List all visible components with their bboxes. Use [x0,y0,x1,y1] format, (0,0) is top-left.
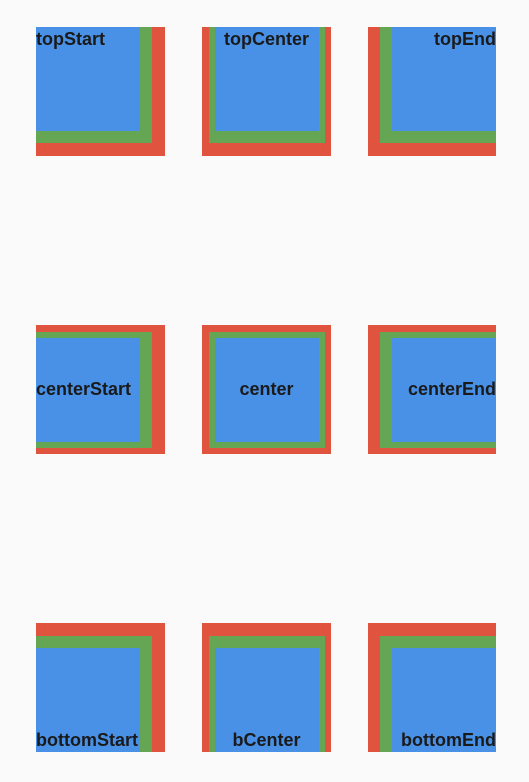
tile-label: centerEnd [407,379,496,399]
tile-label: bottomEnd [401,730,496,750]
inner-square [214,27,319,131]
tile-center-start: centerStart [36,325,165,454]
tile-label: bCenter [232,730,301,750]
tile-label: center [239,379,294,399]
inner-square [36,27,140,131]
inner-square [392,648,496,752]
tile-center: center [202,325,331,454]
tile-bottom-end: bottomEnd [368,623,496,752]
tile-top-center: topCenter [202,27,331,156]
tile-label: centerStart [36,379,132,399]
inner-square [36,337,140,442]
tile-center-end: centerEnd [368,325,496,454]
tile-label: bottomStart [36,730,138,750]
inner-square [214,337,319,442]
inner-square [36,648,140,752]
tile-top-start: topStart [36,27,165,156]
tile-label: topStart [36,29,105,49]
tile-top-end: topEnd [368,27,496,156]
tile-label: topCenter [224,29,309,49]
tile-bottom-center: bCenter [202,623,331,752]
tile-label: topEnd [434,29,496,49]
tile-bottom-start: bottomStart [36,623,165,752]
inner-square [392,27,496,131]
inner-square [214,648,319,752]
inner-square [392,337,496,442]
